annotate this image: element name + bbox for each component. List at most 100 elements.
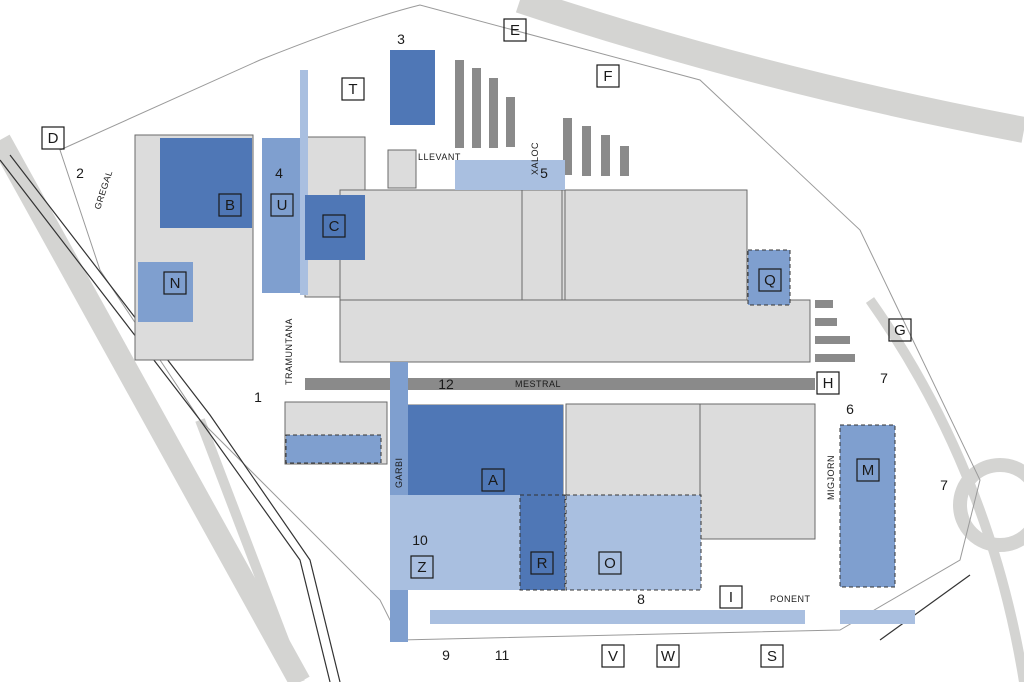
zone-label-box (481, 468, 505, 492)
building-o-top (565, 403, 702, 497)
zone-label-box (322, 214, 346, 238)
zone-label-box (758, 268, 782, 292)
zone-q-area (747, 249, 791, 306)
street-garbi: GARBI (394, 457, 404, 488)
zone-label-e: E (503, 18, 527, 42)
zone-label-text: M (862, 462, 875, 479)
zone-a-area (408, 405, 563, 495)
zone-label-text: V (608, 648, 618, 665)
street-llevant: LLEVANT (418, 152, 461, 162)
zone-migjorn-strip (840, 610, 915, 624)
street-gregal: GREGAL (92, 169, 114, 211)
street-tramuntana: TRAMUNTANA (284, 318, 294, 385)
number-label-9: 9 (442, 647, 450, 663)
number-label-6: 6 (846, 401, 854, 417)
zone-label-box (530, 551, 554, 575)
zone-label-t: T (341, 77, 365, 101)
building-o-right (699, 403, 816, 540)
zone-label-text: R (537, 555, 548, 572)
road-left-diagonal-2 (195, 418, 305, 682)
zone-label-o: O (598, 551, 622, 575)
zone-label-text: A (488, 472, 498, 489)
zone-label-text: E (510, 22, 520, 39)
road-top-curve (515, 0, 1024, 143)
zone-label-box (719, 585, 743, 609)
zone-label-boxes: A B C D E F G H I M N O Q R S T U V W Z (41, 18, 912, 668)
zone-label-box (270, 193, 294, 217)
rail-lines (0, 154, 971, 682)
zone-n-area (138, 262, 193, 322)
zone-label-box (816, 371, 840, 395)
zone-label-box (598, 551, 622, 575)
number-label-1: 1 (254, 389, 262, 405)
zone-label-text: Z (417, 559, 426, 576)
zone-label-a: A (481, 468, 505, 492)
zone-label-n: N (163, 271, 187, 295)
street-xaloc: XALOC (530, 142, 540, 175)
zone-z-area (390, 495, 520, 590)
number-label-4: 4 (275, 165, 283, 181)
number-label-3: 3 (397, 31, 405, 47)
roundabout (953, 458, 1024, 552)
zone-label-text: F (603, 68, 612, 85)
zone-label-text: G (894, 322, 906, 339)
zone-b-area (160, 138, 252, 228)
zone-label-box (760, 644, 784, 668)
zone-label-s: S (760, 644, 784, 668)
zone-label-box (503, 18, 527, 42)
building-llevant (387, 149, 417, 189)
number-label-2: 2 (76, 165, 84, 181)
street-mestral: MESTRAL (515, 379, 561, 389)
zone-label-box (410, 555, 434, 579)
zone-label-text: S (767, 648, 777, 665)
number-label-8: 8 (637, 591, 645, 607)
building-south-row (339, 299, 811, 363)
building-east (564, 189, 748, 301)
zone-label-g: G (888, 318, 912, 342)
zone-3-area (390, 50, 435, 125)
zone-label-q: Q (758, 268, 782, 292)
blue-zones (138, 50, 915, 642)
street-ponent: PONENT (770, 594, 811, 604)
zone-label-text: N (170, 275, 181, 292)
zone-label-box (218, 193, 242, 217)
number-label-10: 10 (412, 532, 428, 548)
zone-label-text: T (348, 81, 357, 98)
zone-label-d: D (41, 126, 65, 150)
zone-label-text: Q (764, 272, 776, 289)
zone-label-text: B (225, 197, 235, 214)
zone-label-text: O (604, 555, 616, 572)
zone-label-box (601, 644, 625, 668)
zone-label-text: I (729, 589, 733, 606)
zone-label-h: H (816, 371, 840, 395)
zone-label-box (888, 318, 912, 342)
zone-label-text: H (823, 375, 834, 392)
zone-label-box (341, 77, 365, 101)
zone-label-text: W (661, 648, 676, 665)
zone-label-z: Z (410, 555, 434, 579)
zone-label-text: D (48, 130, 59, 147)
number-label-7: 7 (880, 370, 888, 386)
zone-label-box (163, 271, 187, 295)
zone-4-strip (300, 70, 308, 295)
zone-label-b: B (218, 193, 242, 217)
zone-label-text: C (329, 218, 340, 235)
zone-label-i: I (719, 585, 743, 609)
parking-bars (455, 60, 855, 362)
zone-label-w: W (656, 644, 680, 668)
zone-label-box (656, 644, 680, 668)
zone-1-area (285, 434, 382, 464)
zone-label-m: M (856, 458, 880, 482)
zone-label-text: U (277, 197, 288, 214)
zone-bottom-strip (430, 610, 805, 624)
zone-label-box (856, 458, 880, 482)
zone-label-r: R (530, 551, 554, 575)
zone-label-c: C (322, 214, 346, 238)
zone-o-area (565, 494, 702, 591)
number-label-5: 5 (540, 165, 548, 181)
zone-label-f: F (596, 64, 620, 88)
building-xaloc-strip (521, 189, 563, 301)
